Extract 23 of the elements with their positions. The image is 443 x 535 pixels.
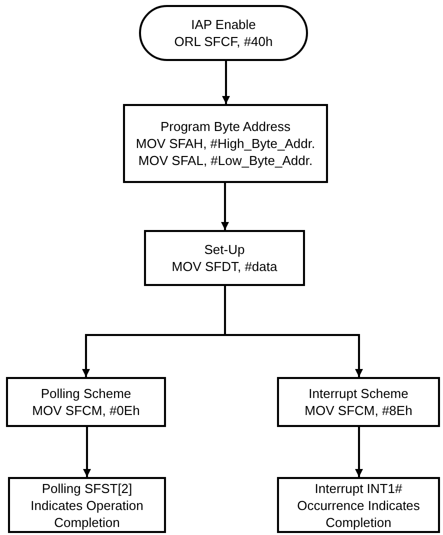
process-box [123,104,328,183]
arrow [355,427,363,477]
process-box [277,477,440,533]
step-text: MOV SFAH, #High_Byte_Addr. [136,135,316,152]
process-box [144,230,305,286]
process-box [6,377,166,427]
step-text: MOV SFCM, #0Eh [32,402,140,419]
arrow [222,61,230,104]
process-box [8,477,166,533]
step-text: MOV SFCM, #8Eh [304,402,412,419]
step-text: Polling SFST[2] Indicates Operation Completion [30,480,144,530]
arrow [221,183,229,230]
step-text: IAP Enable [191,16,256,33]
step-text: Interrupt Scheme [308,385,408,402]
step-text: MOV SFAL, #Low_Byte_Addr. [138,152,313,169]
process-box [277,377,440,427]
step-text: Polling Scheme [40,385,132,402]
step-text: Set-Up [204,241,245,258]
step-text: ORL SFCF, #40h [174,33,273,50]
step-text: Program Byte Address [160,118,291,135]
step-text: Interrupt INT1# Occurrence Indicates Completion [297,480,420,530]
arrow [83,427,91,477]
step-text: MOV SFDT, #data [172,258,278,275]
